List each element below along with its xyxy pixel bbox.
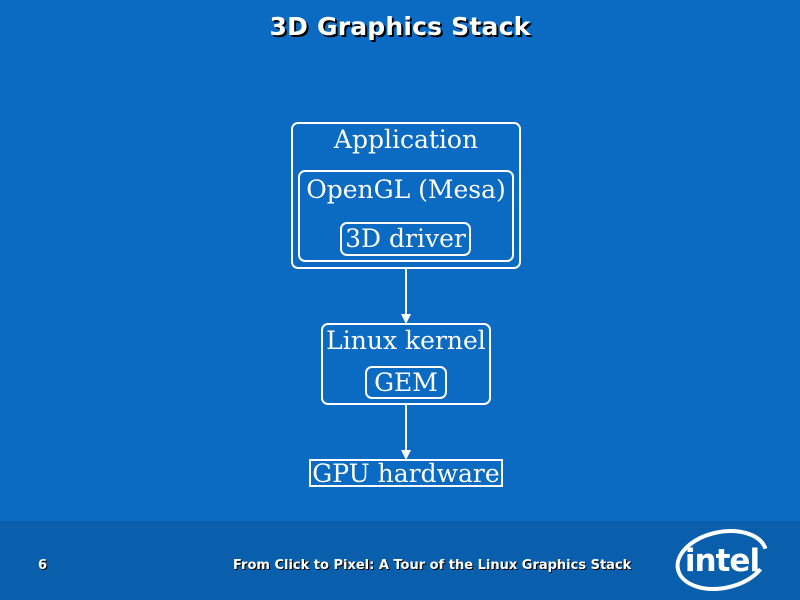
opengl-mesa-label: OpenGL (Mesa) <box>306 175 506 204</box>
gem-box: GEM <box>365 366 447 399</box>
arrow-kernel-to-gpu <box>405 405 407 451</box>
footer-title: From Click to Pixel: A Tour of the Linux… <box>233 558 632 573</box>
arrow-application-to-kernel <box>405 269 407 315</box>
gem-label: GEM <box>374 368 438 397</box>
intel-logo-swoosh <box>675 529 769 591</box>
footer-bar: 6 From Click to Pixel: A Tour of the Lin… <box>0 521 800 600</box>
linux-kernel-label: Linux kernel <box>326 326 486 355</box>
3d-driver-label: 3D driver <box>345 224 466 253</box>
gpu-hardware-label: GPU hardware <box>312 459 500 488</box>
application-box: Application <box>291 122 521 269</box>
arrow-head-gpu <box>401 450 411 460</box>
graphics-stack-diagram: Application OpenGL (Mesa) 3D driver Linu… <box>291 122 521 488</box>
gpu-hardware-box: GPU hardware <box>309 459 503 488</box>
3d-driver-box: 3D driver <box>340 222 471 256</box>
intel-logo-text: intel <box>685 543 759 579</box>
application-label: Application <box>333 125 479 154</box>
page-number: 6 <box>38 558 48 573</box>
linux-kernel-box: Linux kernel <box>321 323 491 405</box>
arrow-head-kernel <box>401 314 411 324</box>
intel-logo: intel <box>675 529 769 591</box>
opengl-mesa-box: OpenGL (Mesa) <box>298 170 514 262</box>
slide-title: 3D Graphics Stack <box>269 12 531 41</box>
